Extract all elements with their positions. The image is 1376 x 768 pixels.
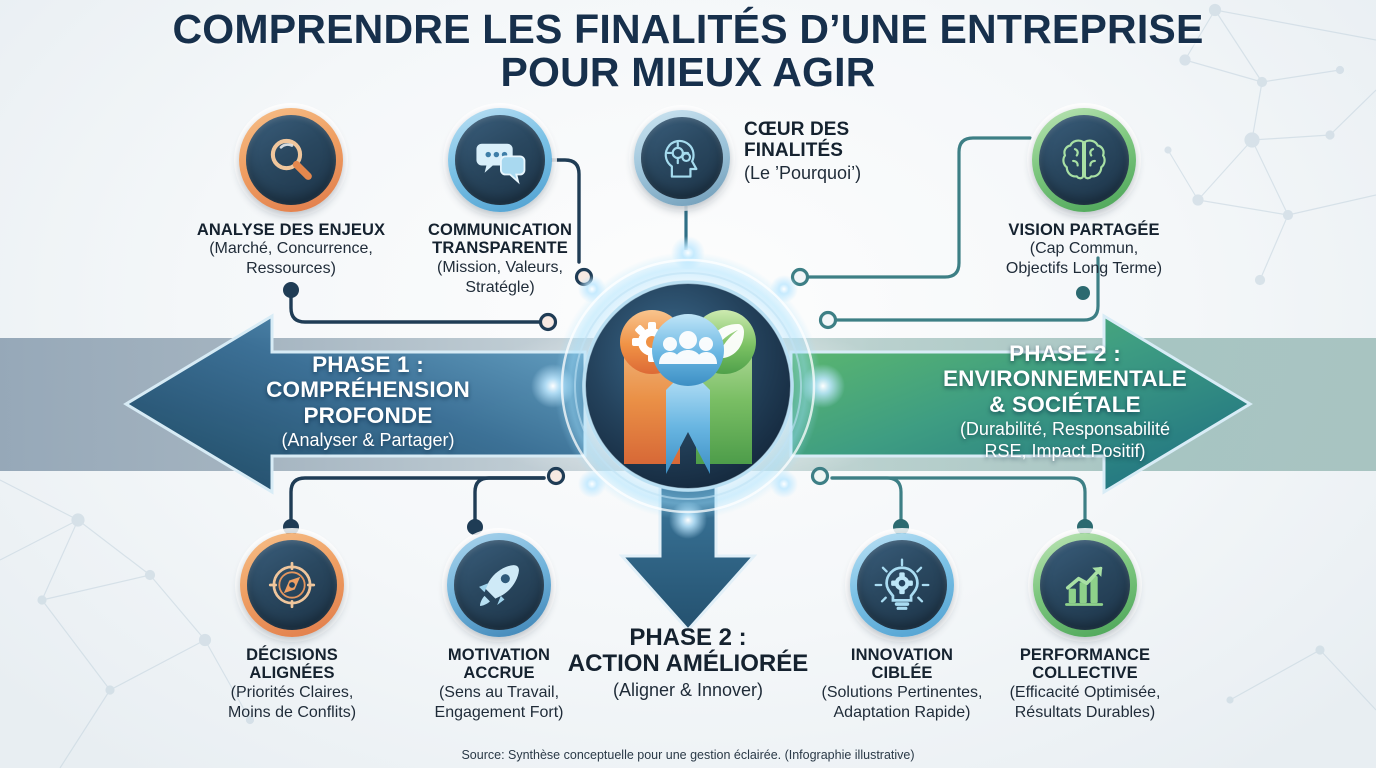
- motivation-sub-2: Engagement Fort): [434, 703, 564, 721]
- rocket-badge[interactable]: [447, 533, 551, 637]
- badge-inner: [1039, 115, 1129, 205]
- page-title: COMPRENDRE LES FINALITÉS D’UNE ENTREPRIS…: [0, 8, 1376, 93]
- performance-title-1: PERFORMANCE: [1019, 646, 1151, 664]
- node-analyse-des-enjeux[interactable]: ANALYSE DES ENJEUX (Marché, Concurrence,…: [186, 108, 396, 279]
- decisions-sub-1: (Priorités Claires,: [230, 683, 354, 701]
- node-analyse-caption: ANALYSE DES ENJEUX (Marché, Concurrence,…: [186, 221, 396, 279]
- phase2-bottom-line-2: ACTION AMÉLIORÉE: [567, 650, 809, 678]
- node-coeur-des-finalites[interactable]: CŒUR DES FINALITÉS (Le ’Pourquoi’): [634, 110, 974, 206]
- badge-inner: [454, 540, 544, 630]
- node-innovation-caption: INNOVATION CIBLÉE (Solutions Pertinentes…: [800, 646, 1004, 722]
- badge-inner: [455, 115, 545, 205]
- coeur-subtitle: (Le ’Pourquoi’): [744, 162, 862, 183]
- arrow-left-subtitle: (Analyser & Partager): [281, 430, 455, 451]
- node-decisions-alignees[interactable]: DÉCISIONS ALIGNÉES (Priorités Claires, M…: [186, 533, 398, 722]
- coeur-heading-1: CŒUR DES: [744, 119, 850, 140]
- motivation-sub-1: (Sens au Travail,: [438, 683, 560, 701]
- badge-inner: [641, 117, 723, 199]
- node-coeur-caption: CŒUR DES FINALITÉS (Le ’Pourquoi’): [744, 119, 862, 184]
- analyse-title: ANALYSE DES ENJEUX: [196, 221, 386, 239]
- node-performance-caption: PERFORMANCE COLLECTIVE (Efficacité Optim…: [984, 646, 1186, 722]
- innovation-title-2: CIBLÉE: [871, 664, 933, 683]
- arrow-left-line-2: COMPRÉHENSION: [266, 377, 470, 403]
- node-motivation-caption: MOTIVATION ACCRUE (Sens au Travail, Enga…: [398, 646, 600, 722]
- communication-title-1: COMMUNICATION: [428, 221, 572, 239]
- head-gears-badge[interactable]: [634, 110, 730, 206]
- node-decisions-caption: DÉCISIONS ALIGNÉES (Priorités Claires, M…: [186, 646, 398, 722]
- phase2-bottom-subtitle: (Aligner & Innover): [612, 679, 764, 700]
- communication-sub-1: (Mission, Valeurs,: [437, 258, 563, 276]
- brain-badge[interactable]: [1032, 108, 1136, 212]
- vision-sub-1: (Cap Commun,: [1029, 240, 1139, 258]
- title-line-1: COMPRENDRE LES FINALITÉS D’UNE ENTREPRIS…: [172, 6, 1204, 52]
- analyse-sub-2: Ressources): [246, 260, 336, 278]
- vision-title: VISION PARTAGÉE: [1008, 221, 1160, 239]
- communication-title-2: TRANSPARENTE: [432, 239, 568, 258]
- growth-chart-badge[interactable]: [1033, 533, 1137, 637]
- motivation-title-1: MOTIVATION: [447, 646, 551, 664]
- hub-pillars: [620, 310, 756, 474]
- phase2-bottom-line-1: PHASE 2 :: [629, 624, 747, 651]
- arrow-left-line-3: PROFONDE: [303, 402, 433, 428]
- decisions-title-1: DÉCISIONS: [246, 646, 338, 664]
- performance-sub-1: (Efficacité Optimisée,: [1009, 683, 1161, 701]
- badge-inner: [246, 115, 336, 205]
- title-line-2: POUR MIEUX AGIR: [500, 48, 876, 95]
- rocket-icon: [479, 565, 519, 606]
- decisions-title-2: ALIGNÉES: [249, 664, 335, 683]
- innovation-title-1: INNOVATION: [850, 646, 954, 664]
- lightbulb-gear-icon: [874, 558, 930, 610]
- magnifier-badge[interactable]: [239, 108, 343, 212]
- badge-inner: [857, 540, 947, 630]
- brain-icon: [1062, 139, 1106, 180]
- compass-icon: [268, 561, 316, 609]
- innovation-sub-1: (Solutions Pertinentes,: [821, 683, 983, 701]
- badge-inner: [247, 540, 337, 630]
- badge-inner: [1040, 540, 1130, 630]
- node-communication-transparente[interactable]: COMMUNICATION TRANSPARENTE (Mission, Val…: [400, 108, 600, 297]
- node-communication-caption: COMMUNICATION TRANSPARENTE (Mission, Val…: [400, 221, 600, 297]
- lightbulb-gear-badge[interactable]: [850, 533, 954, 637]
- arrow-down-label[interactable]: PHASE 2 : ACTION AMÉLIORÉE (Aligner & In…: [556, 624, 820, 701]
- performance-sub-2: Résultats Durables): [1014, 703, 1156, 721]
- arrow-left-label[interactable]: PHASE 1 : COMPRÉHENSION PROFONDE (Analys…: [218, 352, 518, 452]
- growth-chart-icon: [1065, 566, 1104, 606]
- performance-title-2: COLLECTIVE: [1032, 664, 1138, 683]
- speech-bubbles-icon: [476, 143, 526, 185]
- node-innovation-ciblee[interactable]: INNOVATION CIBLÉE (Solutions Pertinentes…: [800, 533, 1004, 722]
- decisions-sub-2: Moins de Conflits): [227, 703, 357, 721]
- node-vision-caption: VISION PARTAGÉE (Cap Commun, Objectifs L…: [976, 221, 1192, 279]
- node-motivation-accrue[interactable]: MOTIVATION ACCRUE (Sens au Travail, Enga…: [398, 533, 600, 722]
- arrow-right-line-2: ENVIRONNEMENTALE: [942, 366, 1188, 392]
- arrow-right-line-1: PHASE 2 :: [1009, 341, 1121, 366]
- coeur-heading-2: FINALITÉS: [744, 139, 844, 161]
- speech-bubbles-badge[interactable]: [448, 108, 552, 212]
- communication-sub-2: Stratégle): [465, 278, 535, 296]
- vision-sub-2: Objectifs Long Terme): [1005, 260, 1163, 278]
- arrow-right-line-3: & SOCIÉTALE: [989, 391, 1141, 417]
- arrow-right-label[interactable]: PHASE 2 : ENVIRONNEMENTALE & SOCIÉTALE (…: [900, 341, 1230, 462]
- source-note: Source: Synthèse conceptuelle pour une g…: [461, 748, 915, 762]
- analyse-sub-1: (Marché, Concurrence,: [209, 240, 373, 258]
- arrow-right-subtitle-2: RSE, Impact Positif): [984, 440, 1146, 461]
- magnifier-icon: [270, 138, 312, 180]
- arrow-right-subtitle: (Durabilité, Responsabilité: [959, 419, 1171, 440]
- central-hub: [552, 250, 824, 522]
- innovation-sub-2: Adaptation Rapide): [833, 703, 971, 721]
- arrow-left-line-1: PHASE 1 :: [312, 352, 424, 377]
- head-gears-icon: [664, 139, 698, 178]
- node-vision-partagee[interactable]: VISION PARTAGÉE (Cap Commun, Objectifs L…: [976, 108, 1192, 279]
- motivation-title-2: ACCRUE: [463, 664, 535, 683]
- node-performance-collective[interactable]: PERFORMANCE COLLECTIVE (Efficacité Optim…: [984, 533, 1186, 722]
- compass-badge[interactable]: [240, 533, 344, 637]
